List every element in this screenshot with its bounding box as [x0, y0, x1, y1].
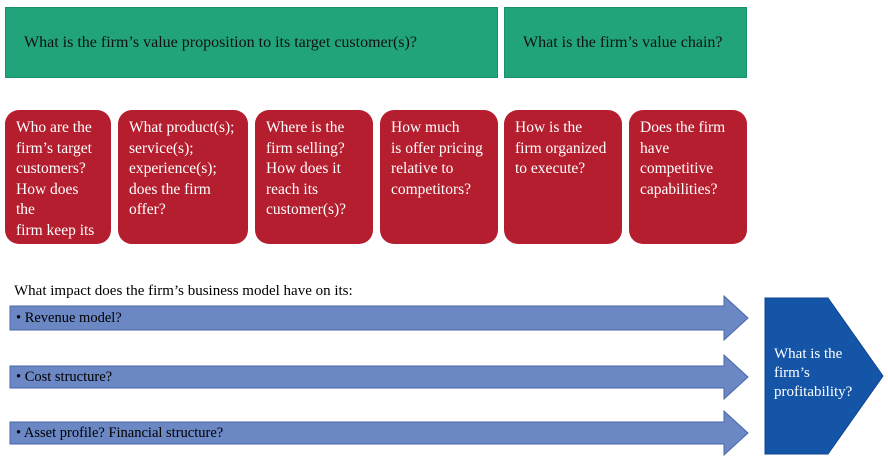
question-card-pricing: How much is offer pricing relative to co…: [380, 110, 498, 244]
value-chain-header: What is the firm’s value chain?: [504, 7, 747, 78]
question-card-offering: What product(s); service(s); experience(…: [118, 110, 248, 244]
value-chain-text: What is the firm’s value chain?: [523, 33, 723, 51]
revenue-model-label: • Revenue model?: [16, 310, 122, 326]
asset-profile-label: • Asset profile? Financial structure?: [16, 425, 224, 441]
profitability-question: What is the firm’s profitability?: [774, 346, 853, 400]
question-card-target-customers: Who are the firm’s target customers? How…: [5, 110, 111, 259]
revenue-arrow: [9, 294, 749, 342]
cost-arrow: [9, 353, 749, 401]
asset-arrow: [9, 409, 749, 457]
question-card-capabilities: Does the firm have competitive capabilit…: [629, 110, 747, 244]
question-card-organization: How is the firm organized to execute?: [504, 110, 622, 244]
value-proposition-text: What is the firm’s value proposition to …: [24, 33, 417, 51]
cost-structure-label: • Cost structure?: [16, 369, 113, 385]
question-card-selling: Where is the firm selling? How does it r…: [255, 110, 373, 244]
value-proposition-header: What is the firm’s value proposition to …: [5, 7, 498, 78]
profitability-chevron: [764, 297, 884, 455]
impact-intro-text: What impact does the firm’s business mod…: [14, 283, 353, 299]
